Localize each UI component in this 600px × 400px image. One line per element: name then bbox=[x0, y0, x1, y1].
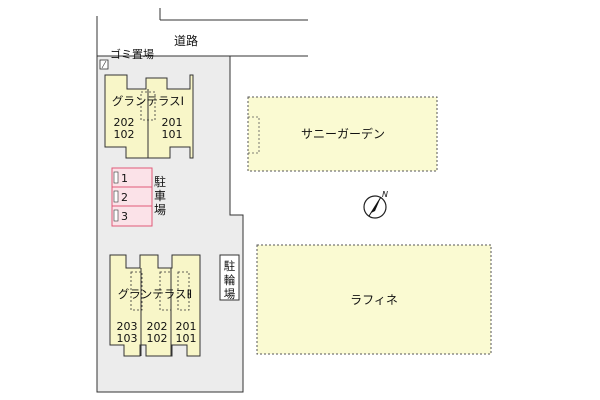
parking-label-char: 車 bbox=[154, 189, 166, 203]
building-1-unit: 101 bbox=[162, 128, 183, 141]
building-1: グランテラスⅠ 202 102 201 101 bbox=[104, 74, 194, 159]
building-2-unit: 201 bbox=[176, 320, 197, 333]
building-1-dashed-alcove bbox=[140, 91, 156, 121]
parking-space-number: 1 bbox=[121, 172, 128, 185]
building-2-unit: 102 bbox=[147, 332, 168, 345]
building-2-unit: 103 bbox=[117, 332, 138, 345]
building-2: グランテラスⅡ 203 103 202 102 201 101 bbox=[109, 254, 201, 357]
parking-space-3 bbox=[111, 205, 153, 227]
parking-stop bbox=[113, 190, 119, 203]
building-2-dashed-alcove bbox=[177, 271, 190, 311]
road-label: 道路 bbox=[174, 33, 198, 48]
garbage-label: ゴミ置場 bbox=[110, 47, 154, 61]
building-2-dashed-alcove bbox=[130, 271, 143, 311]
bicycle-label-char: 輪 bbox=[224, 273, 236, 287]
parking-area: 1 2 3 駐 車 場 bbox=[111, 167, 166, 227]
raffine: ラフィネ bbox=[256, 244, 492, 355]
parking-space-number: 3 bbox=[121, 210, 128, 223]
building-1-unit: 202 bbox=[114, 116, 135, 129]
building-1-outline bbox=[104, 74, 194, 159]
building-2-unit: 101 bbox=[176, 332, 197, 345]
parking-label-char: 駐 bbox=[154, 174, 166, 189]
sunny-garden-label: サニーガーデン bbox=[301, 126, 385, 141]
building-1-name: グランテラスⅠ bbox=[112, 94, 184, 108]
building-1-unit: 201 bbox=[162, 116, 183, 129]
bicycle-label-char: 駐 bbox=[224, 259, 236, 273]
parking-space-number: 2 bbox=[121, 191, 128, 204]
garbage-box-mark bbox=[101, 60, 107, 69]
building-2-name: グランテラスⅡ bbox=[118, 287, 192, 301]
building-2-dashed-alcove bbox=[159, 271, 172, 311]
compass-letter: N bbox=[382, 190, 388, 199]
bicycle-parking-box bbox=[219, 254, 240, 301]
parking-label-char: 場 bbox=[154, 203, 166, 217]
raffine-outline bbox=[256, 244, 492, 355]
building-1-unit: 102 bbox=[114, 128, 135, 141]
building-2-unit: 203 bbox=[117, 320, 138, 333]
building-2-outline bbox=[109, 254, 201, 357]
compass-needle-line bbox=[368, 196, 382, 217]
raffine-label: ラフィネ bbox=[350, 293, 398, 307]
parking-stop bbox=[113, 209, 119, 222]
sunny-garden-notch bbox=[247, 116, 260, 154]
bicycle-label-char: 場 bbox=[224, 287, 236, 301]
sunny-garden: サニーガーデン bbox=[247, 96, 438, 172]
parking-stop bbox=[113, 171, 119, 184]
compass: N bbox=[363, 190, 388, 219]
bicycle-parking: 駐 輪 場 bbox=[219, 254, 240, 301]
building-2-unit: 202 bbox=[147, 320, 168, 333]
